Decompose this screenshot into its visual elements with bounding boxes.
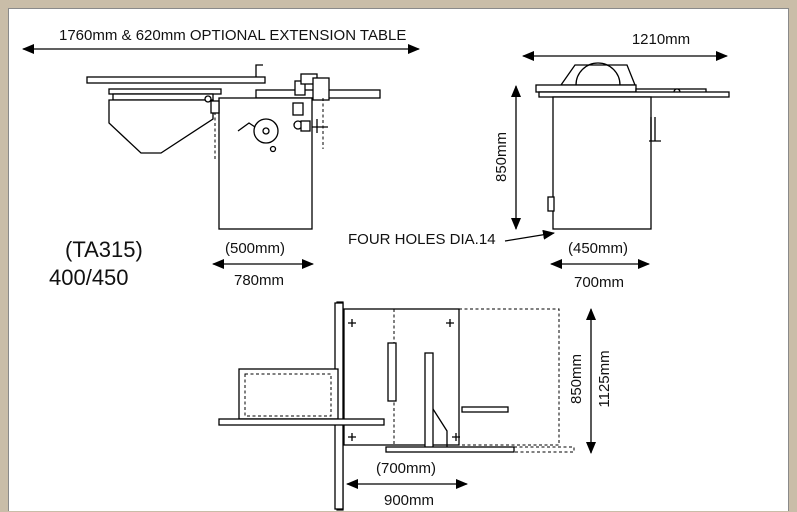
side-base-outer-label: 700mm <box>574 274 624 291</box>
four-holes-label: FOUR HOLES DIA.14 <box>348 231 496 248</box>
plan-width-outer-label: 900mm <box>384 492 434 509</box>
extension-table-label: 1760mm & 620mm OPTIONAL EXTENSION TABLE <box>59 27 406 44</box>
crosscut-table <box>238 368 339 420</box>
blade-slot <box>387 342 397 402</box>
plan-width-inner-label: (700mm) <box>376 460 436 477</box>
side-elevation: 1210mm 850mm (450mm) 700mm <box>493 31 730 291</box>
side-base-inner-label: (450mm) <box>568 240 628 257</box>
top-width-label: 1210mm <box>632 31 690 48</box>
blade-guard <box>559 64 636 86</box>
saw-dimension-drawing: (500mm) 780mm 1760mm & 620mm OPTIONAL EX… <box>22 27 730 511</box>
extension-arm <box>108 99 214 154</box>
model-code: (TA315) <box>65 237 143 262</box>
side-cabinet <box>552 96 652 230</box>
drawing-frame: (500mm) 780mm 1760mm & 620mm OPTIONAL EX… <box>8 8 789 511</box>
plan-depth-inner-label: 850mm <box>568 354 585 404</box>
sliding-table <box>86 76 266 84</box>
four-holes-leader <box>504 229 555 242</box>
front-cabinet <box>218 97 313 230</box>
saw-table-top <box>535 84 637 93</box>
extension-table-outline <box>458 308 560 446</box>
plan-depth-outer-label: 1125mm <box>596 350 613 407</box>
side-height-label: 850mm <box>493 132 510 182</box>
model-sizes: 400/450 <box>49 265 129 290</box>
front-base-inner-label: (500mm) <box>225 240 285 257</box>
front-base-outer-label: 780mm <box>234 272 284 289</box>
front-elevation: (500mm) 780mm <box>22 44 420 289</box>
plan-view: 850mm 1125mm (700mm) 900mm <box>218 301 613 511</box>
